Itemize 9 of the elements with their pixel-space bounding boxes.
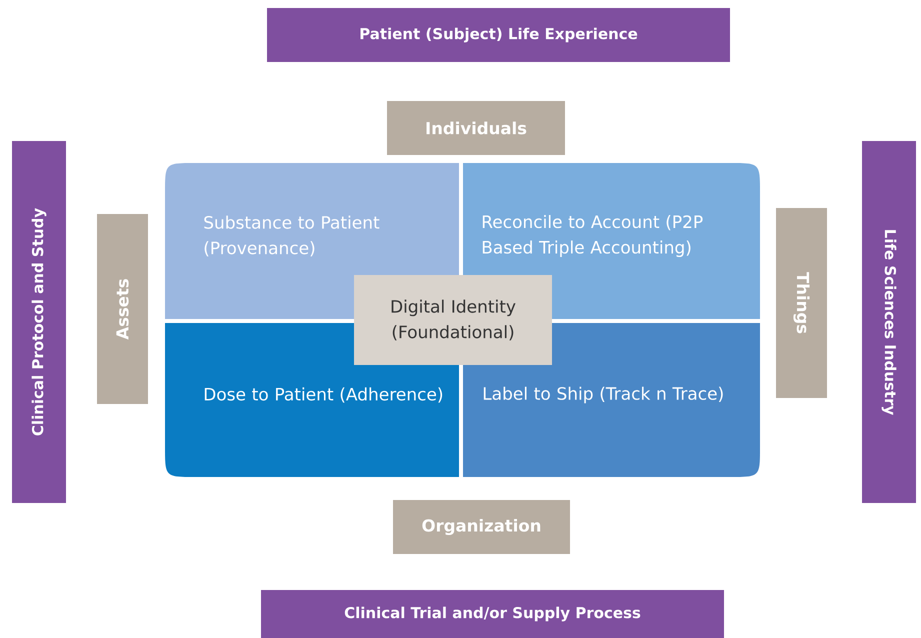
- category-tab: Individuals: [387, 101, 565, 155]
- category-band: Patient (Subject) Life Experience: [267, 8, 730, 62]
- category-band: Clinical Protocol and Study: [12, 141, 66, 503]
- category-tab: Things: [776, 208, 827, 398]
- center-box: Digital Identity (Foundational): [354, 275, 552, 365]
- category-tab: Organization: [393, 500, 570, 554]
- category-tab: Assets: [97, 214, 148, 404]
- category-band: Clinical Trial and/or Supply Process: [261, 590, 724, 638]
- category-band: Life Sciences Industry: [862, 141, 916, 503]
